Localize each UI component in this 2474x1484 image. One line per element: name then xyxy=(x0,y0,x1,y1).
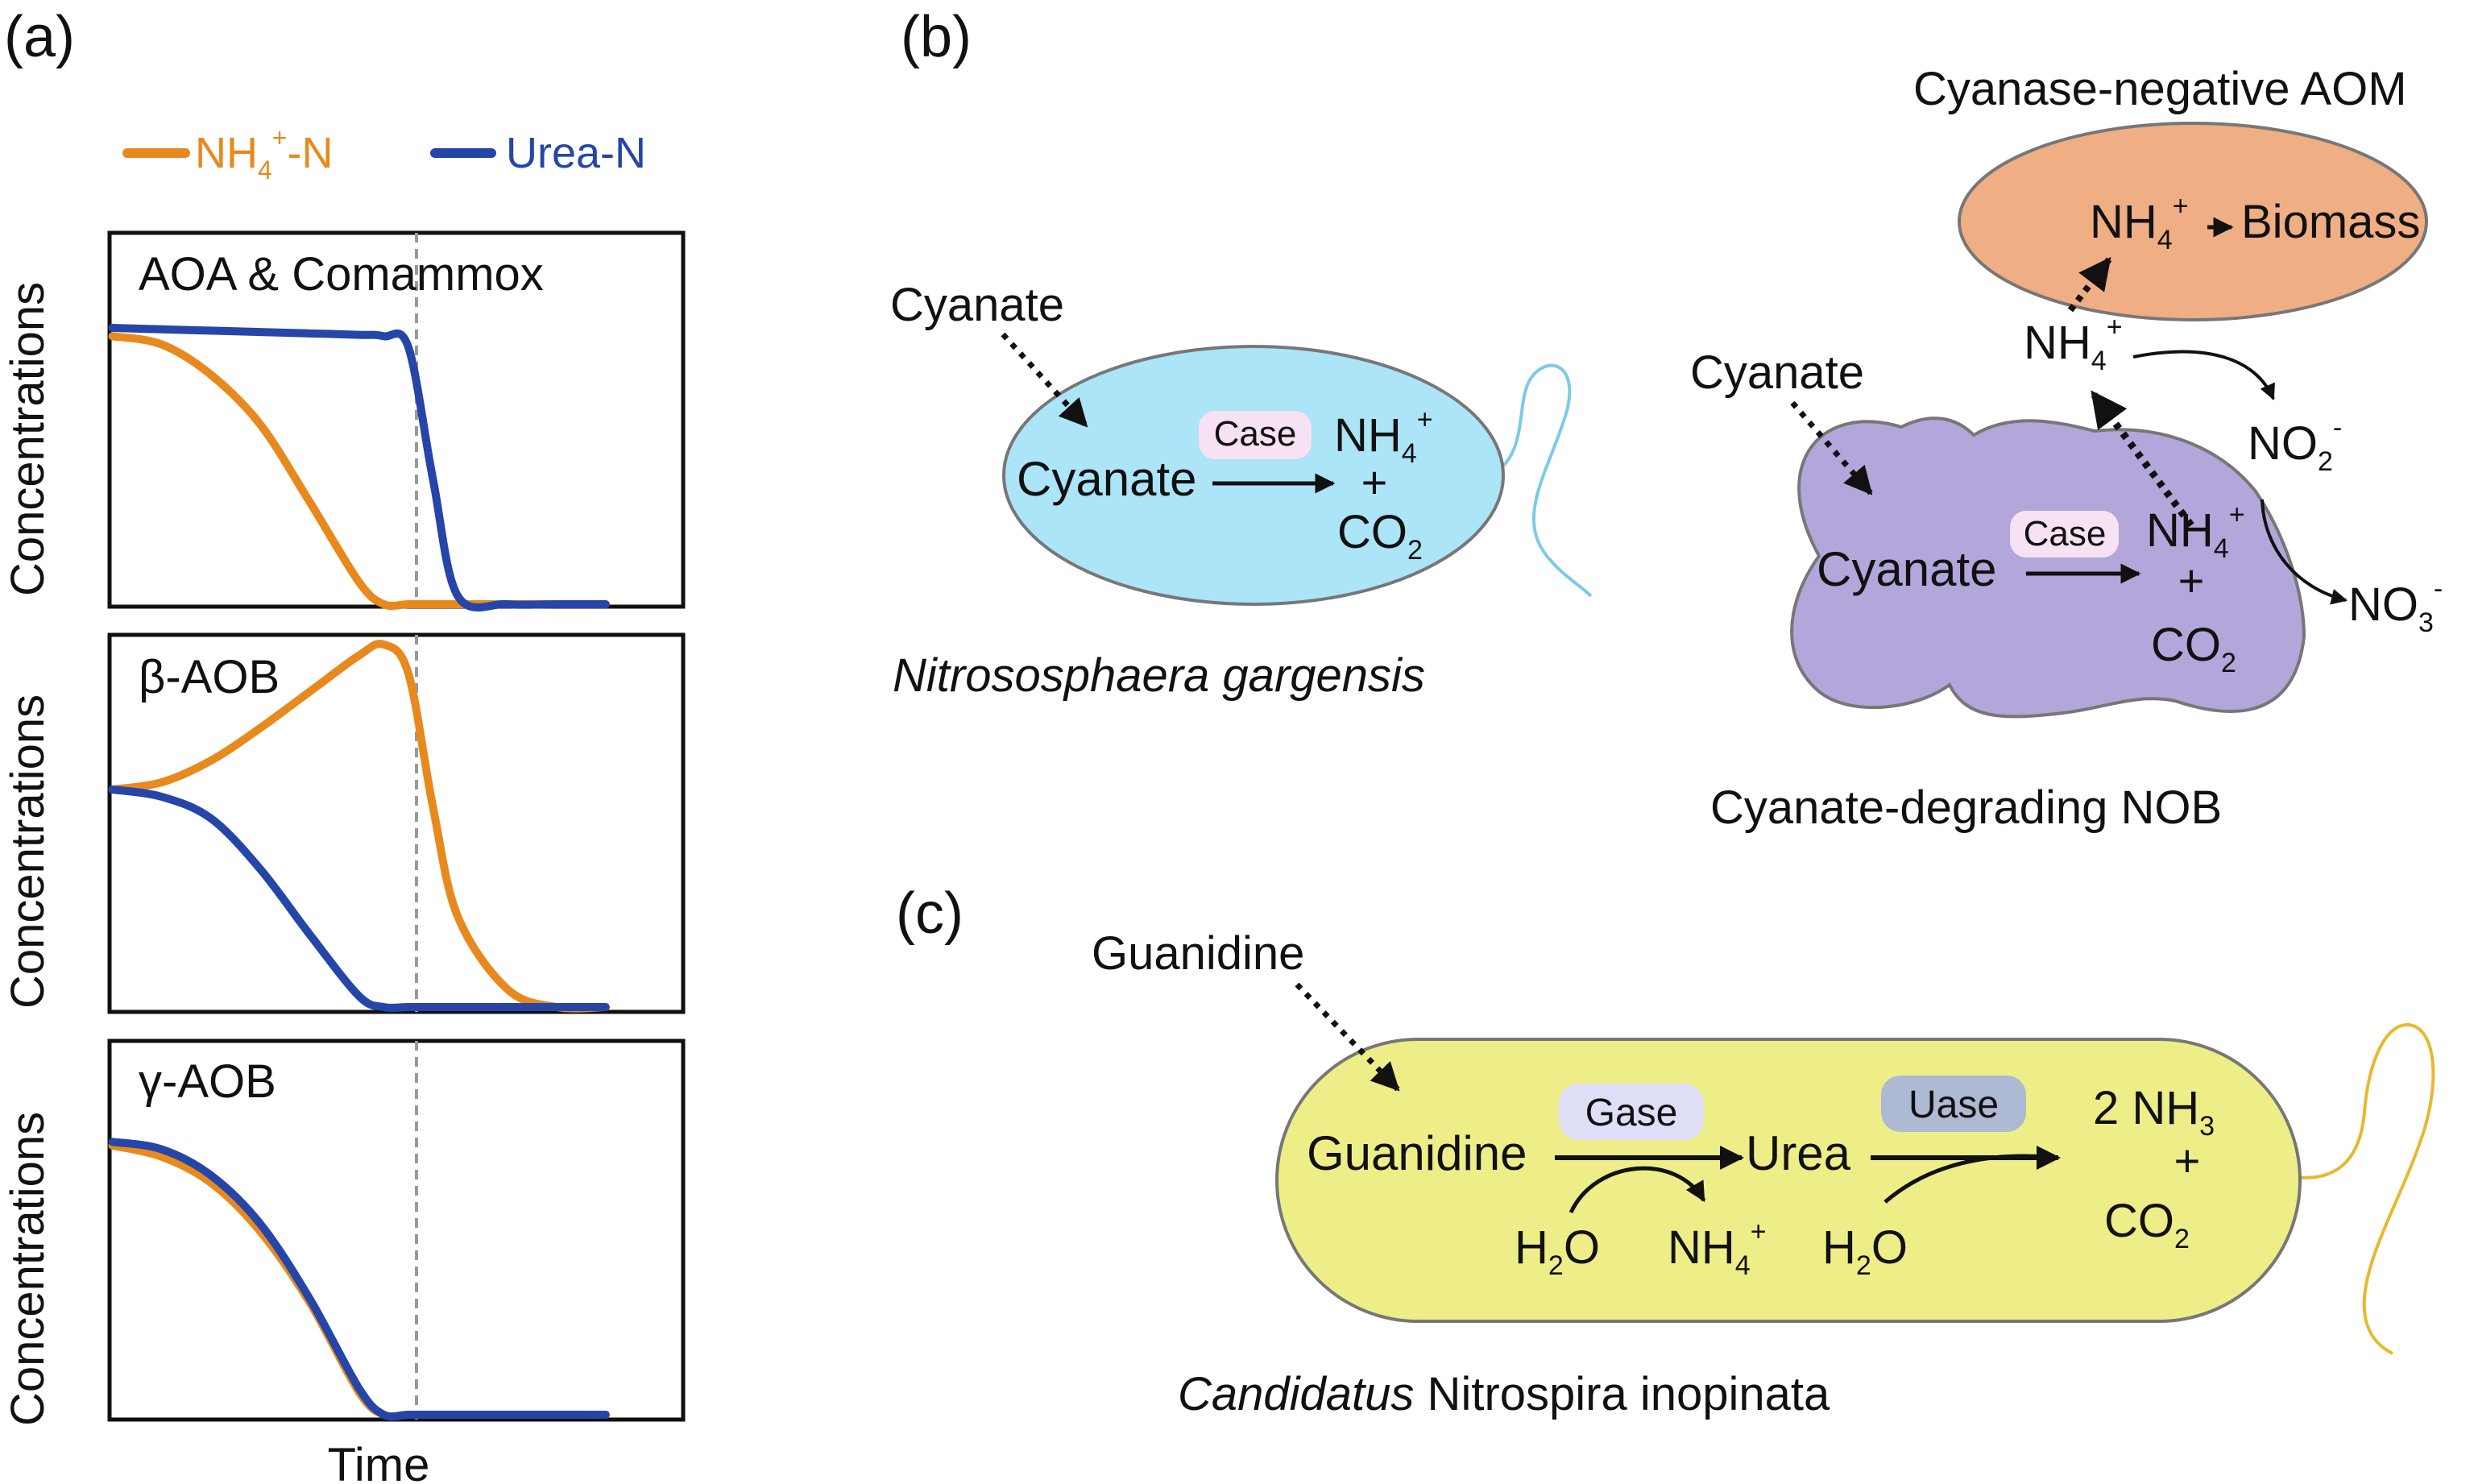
panel-label-c: (c) xyxy=(896,881,963,946)
x-axis-label: Time xyxy=(328,1439,430,1484)
case-enzyme-badge xyxy=(1199,411,1312,459)
gase-enzyme-badge xyxy=(1559,1084,1704,1140)
aom-biomass: Biomass xyxy=(2241,196,2420,248)
gase-enzyme-label: Gase xyxy=(1585,1092,1678,1134)
cyanate-outside-label: Cyanate xyxy=(1690,346,1864,399)
cyanate-inside-label: Cyanate xyxy=(1817,542,1996,596)
series-line-urea xyxy=(108,1138,610,1421)
product-co2: CO2 xyxy=(2151,619,2236,678)
chart-aoa-comammox: AOA & Comammox Concentrations xyxy=(2,230,686,611)
case-enzyme-label: Case xyxy=(2024,514,2107,553)
panel-label-b: (b) xyxy=(901,5,972,69)
export-arrow xyxy=(2090,390,2194,528)
aom-cell xyxy=(1958,122,2428,321)
product-co2: CO2 xyxy=(1337,506,1423,566)
plot-frame xyxy=(107,632,686,1014)
y-axis-label: Concentrations xyxy=(2,1112,54,1426)
legend-urea-label: Urea-N xyxy=(506,129,646,177)
series-line-nh4 xyxy=(108,332,610,611)
panel-label-a: (a) xyxy=(4,5,75,69)
nitratation-arrow xyxy=(2261,499,2348,605)
nitrospira-cell xyxy=(1275,1038,2302,1323)
series-line-urea xyxy=(108,786,610,1012)
plus-sign: + xyxy=(2174,1135,2201,1186)
product-nh4: NH4+ xyxy=(1334,404,1433,469)
plus-sign: + xyxy=(1361,457,1388,508)
organism-name: Nitrososphaera gargensis xyxy=(893,649,1425,702)
nitritation-arrow xyxy=(2132,350,2275,400)
chart-title: β-AOB xyxy=(139,651,280,703)
flagellum xyxy=(1486,363,1593,598)
product-nh4: NH4+ xyxy=(2146,500,2245,564)
chart-title: γ-AOB xyxy=(139,1055,276,1108)
legend: NH4+-N Urea-N xyxy=(122,123,646,184)
series-layer xyxy=(108,1138,610,1421)
legend-nh4-label: NH4+-N xyxy=(195,123,333,184)
series-layer xyxy=(108,640,610,1013)
h2o-label-2: H2O xyxy=(1822,1221,1908,1281)
nh4-label: NH4+ xyxy=(1668,1217,1767,1281)
guanidine-inside-label: Guanidine xyxy=(1307,1126,1527,1180)
no3-label: NO3- xyxy=(2348,574,2443,638)
series-line-nh4 xyxy=(108,1141,610,1421)
nh3-product: 2 NH3 xyxy=(2093,1082,2215,1142)
aom-nh4: NH4+ xyxy=(2090,191,2189,255)
hydrolysis-curve xyxy=(1569,1166,1706,1214)
uase-enzyme-label: Uase xyxy=(1908,1084,1999,1126)
chart-gamma-aob: γ-AOB Concentrations Time xyxy=(2,1038,686,1484)
cyanate-inside-label: Cyanate xyxy=(1017,452,1196,506)
organism-name: Candidatus Nitrospira inopinata xyxy=(1178,1368,1830,1420)
series-line-nh4 xyxy=(108,640,610,1013)
hydrolysis-curve xyxy=(1883,1154,2055,1204)
cyanate-outside-label: Cyanate xyxy=(890,279,1064,331)
uptake-arrow-to-aom xyxy=(2067,256,2112,313)
nob-cell xyxy=(1790,417,2306,719)
y-axis-label: Concentrations xyxy=(2,694,54,1009)
diffusion-arrow xyxy=(1295,982,1400,1092)
case-enzyme-badge xyxy=(2010,511,2119,558)
plus-sign: + xyxy=(2178,555,2205,606)
nitrososphaera-cell xyxy=(1002,345,1505,606)
guanidine-outside-label: Guanidine xyxy=(1092,927,1304,980)
case-enzyme-label: Case xyxy=(1214,414,1297,454)
uase-enzyme-badge xyxy=(1881,1076,2026,1132)
nitrospira-cell-group: Guanidine Gase Guanidine Urea Uase H2O N… xyxy=(1092,927,2435,1420)
y-axis-label: Concentrations xyxy=(2,282,54,596)
no2-label: NO2- xyxy=(2248,412,2342,477)
chart-beta-aob: β-AOB Concentrations xyxy=(2,632,686,1014)
h2o-label-1: H2O xyxy=(1515,1221,1600,1281)
aom-title: Cyanase-negative AOM xyxy=(1913,63,2407,115)
flagellum xyxy=(2287,1022,2435,1355)
organism-name: Cyanate-degrading NOB xyxy=(1710,781,2222,834)
series-line-urea xyxy=(108,324,610,611)
urea-label: Urea xyxy=(1746,1126,1851,1180)
chart-title: AOA & Comammox xyxy=(139,248,544,301)
co2-product: CO2 xyxy=(2104,1195,2190,1254)
nh4-free: NH4+ xyxy=(2024,312,2123,376)
cyanate-degrading-nob-group: Cyanase-negative AOM NH4+ Biomass NH4+ N… xyxy=(1690,63,2443,834)
series-layer xyxy=(108,324,610,611)
nitrososphaera-cell-group: Cyanate Case Cyanate NH4+ + CO2 Nitrosos… xyxy=(890,279,1593,702)
